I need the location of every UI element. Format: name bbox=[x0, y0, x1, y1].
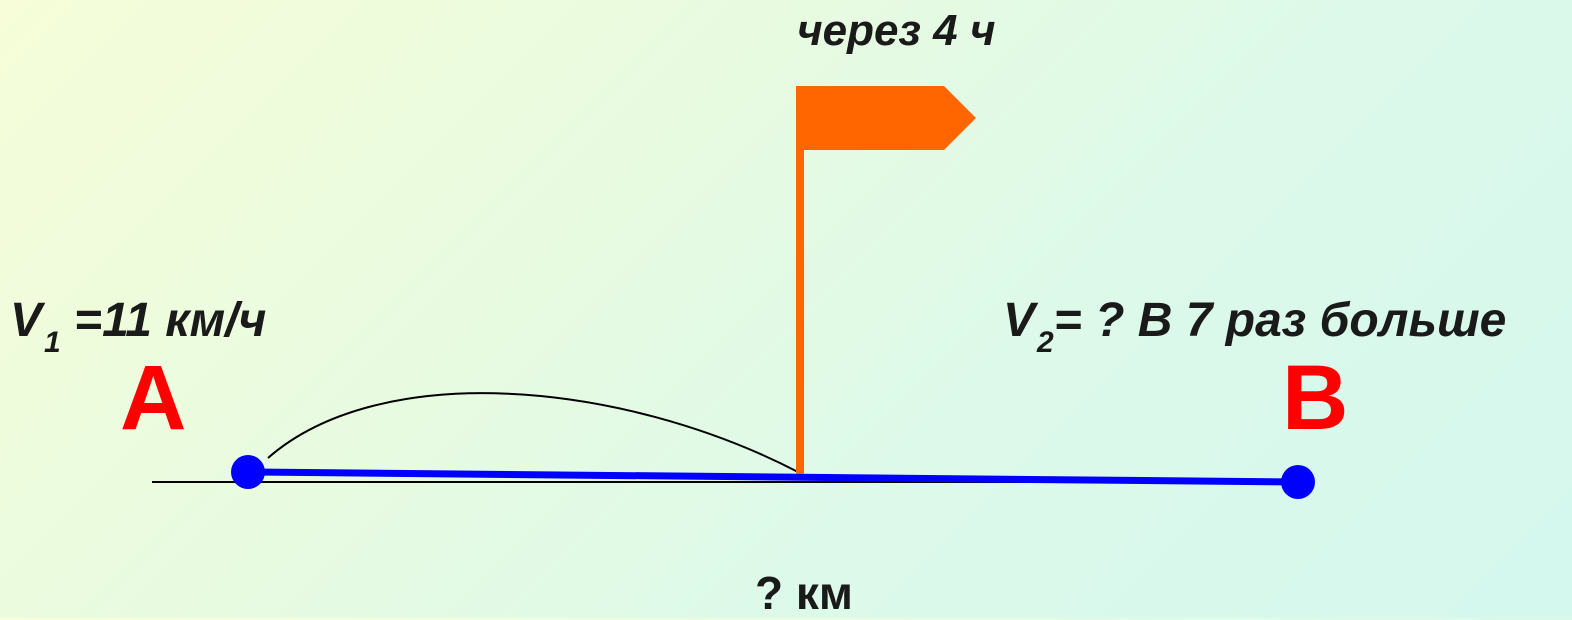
speed2-subscript: 2 bbox=[1037, 326, 1054, 359]
flag-pole bbox=[796, 86, 804, 474]
distance-arc bbox=[267, 392, 799, 473]
point-a-label: А bbox=[120, 347, 187, 449]
speed2-symbol: V bbox=[1003, 294, 1036, 347]
speed1-value: =11 км/ч bbox=[60, 294, 267, 347]
flag-icon bbox=[796, 86, 976, 150]
speed1-symbol: V bbox=[10, 294, 43, 347]
point-a-dot bbox=[231, 455, 265, 489]
distance-label: ? км bbox=[755, 567, 853, 619]
speed1-label: V1 =11 км/ч bbox=[10, 293, 267, 359]
time-label: через 4 ч bbox=[797, 6, 996, 55]
point-b-label: В bbox=[1282, 347, 1349, 449]
point-b-dot bbox=[1281, 465, 1315, 499]
speed2-value: = ? В 7 раз больше bbox=[1053, 294, 1507, 347]
speed1-subscript: 1 bbox=[44, 326, 61, 359]
speed2-label: V2= ? В 7 раз больше bbox=[1003, 293, 1507, 359]
route-line bbox=[247, 468, 1299, 486]
